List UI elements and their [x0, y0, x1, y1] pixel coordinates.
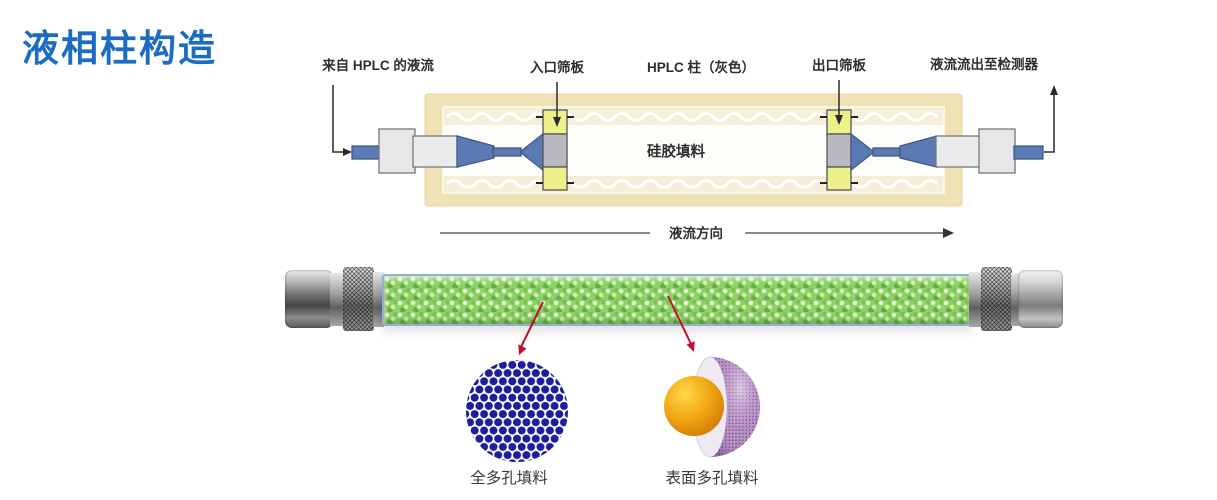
label-outlet-frit: 出口筛板 — [812, 58, 866, 73]
outlet-flow-leader-arrow — [1044, 85, 1058, 153]
left-collar — [330, 273, 344, 326]
wavy-line-top — [445, 112, 939, 122]
right-end-nut — [1018, 270, 1063, 328]
right-knurl-ring — [981, 267, 1012, 331]
label-inlet-flow: 来自 HPLC 的液流 — [322, 58, 434, 73]
page-title: 液相柱构造 — [22, 26, 217, 70]
inlet-frit — [536, 109, 574, 191]
label-superficially-porous: 表面多孔填料 — [665, 469, 759, 487]
wavy-line-bottom — [445, 179, 939, 189]
label-hplc-column: HPLC 柱（灰色） — [647, 60, 755, 75]
label-inlet-frit: 入口筛板 — [530, 60, 584, 75]
outlet-fitting — [850, 128, 1044, 174]
core-shell-particle — [664, 356, 760, 458]
outlet-frit — [820, 109, 858, 191]
label-flow-direction: 液流方向 — [669, 226, 723, 241]
fully-porous-particle — [466, 360, 568, 462]
label-silica-packing: 硅胶填料 — [647, 144, 705, 161]
inlet-frit-leader-arrow — [553, 82, 561, 127]
outlet-frit-leader-arrow — [835, 80, 843, 125]
column-tube-packed-beads — [382, 274, 972, 326]
left-end-nut — [285, 270, 333, 328]
inlet-flow-leader-arrow — [332, 85, 352, 156]
right-inner-collar — [969, 272, 981, 327]
label-fully-porous: 全多孔填料 — [470, 469, 548, 487]
left-inner-collar — [373, 272, 384, 327]
inlet-fitting — [351, 128, 544, 174]
label-outlet-flow: 液流流出至检测器 — [930, 57, 1038, 72]
right-collar — [1011, 273, 1020, 326]
left-knurl-ring — [343, 267, 374, 331]
